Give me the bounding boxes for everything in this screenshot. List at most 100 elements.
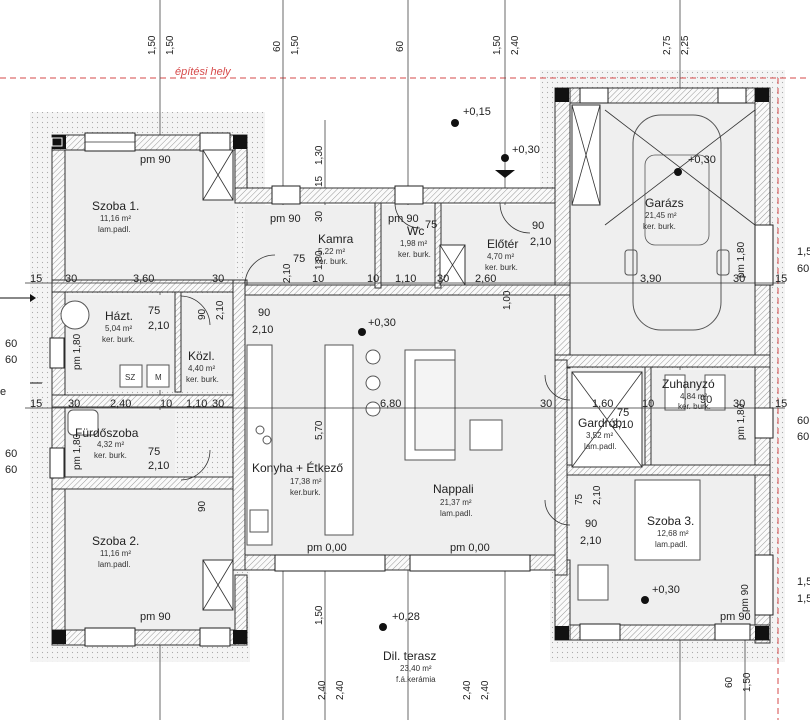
dim-d90e: 90 (197, 500, 208, 512)
dim-d90b: 90 (532, 220, 544, 232)
room-kozl-name: Közl. (188, 349, 215, 363)
dim-d75e: 75 (574, 493, 585, 505)
dim-d210c: 2,10 (530, 236, 551, 248)
dim-b150: 1,50 (742, 672, 753, 692)
room-kamra-area: 5,22 m² (318, 247, 345, 256)
dim-d210h: 2,10 (592, 485, 603, 505)
dim-d90d: 90 (197, 308, 208, 320)
level-pm180a: pm 1,80 (72, 333, 83, 370)
left-edge-dimensions: 60 60 60 60 e (0, 294, 42, 476)
level-pm90e: pm 90 (720, 611, 751, 623)
level-p030a: +0,30 (512, 144, 540, 156)
room-wc-name: Wc (407, 224, 424, 238)
dim-d30b: 30 (212, 273, 224, 285)
dim-r150b: 1,5 (797, 576, 810, 588)
dim-d210g: 2,10 (612, 419, 633, 431)
level-p028: +0,28 (392, 611, 420, 623)
dim-dot: e (0, 386, 6, 398)
level-pm180b: pm 1,80 (72, 433, 83, 470)
washer-label: SZ (125, 373, 135, 382)
room-zuhany-finish: ker. burk. (678, 402, 711, 411)
dim-v130: 1,30 (314, 145, 325, 165)
dim-d90f: 90 (700, 394, 712, 406)
dim-d390: 3,90 (640, 273, 661, 285)
dim-b240d: 2,40 (480, 680, 491, 700)
room-labels: Szoba 1. 11,16 m² lam.padl. Kamra 5,22 m… (75, 196, 715, 684)
dim-d210f: 2,10 (215, 300, 226, 320)
room-szoba3-finish: lam.padl. (655, 540, 687, 549)
dim-d15b: 15 (775, 273, 787, 285)
room-zuhany-area: 4,84 m² (680, 392, 707, 401)
dim-d110a: 1,10 (395, 273, 416, 285)
level-pm90a: pm 90 (140, 154, 171, 166)
room-nappali-name: Nappali (433, 482, 474, 496)
level-pm90c: pm 90 (388, 213, 419, 225)
dim-d210b: 2,10 (252, 324, 273, 336)
building-site-line: építési hely (0, 66, 810, 720)
dimension-row-2: 15 30 2,40 10 1,10 30 6,80 30 1,60 10 30… (25, 398, 787, 410)
building-site-label: építési hely (175, 66, 232, 78)
dim-t150c: 1,50 (290, 35, 301, 55)
dim-t240: 2,40 (510, 35, 521, 55)
dim-d15c: 15 (30, 398, 42, 410)
room-terasz-name: Dil. terasz (383, 649, 436, 663)
room-nappali-finish: lam.padl. (440, 509, 472, 518)
dim-d680: 6,80 (380, 398, 401, 410)
dim-v30: 30 (314, 210, 325, 222)
level-pm0b: pm 0,00 (450, 542, 490, 554)
level-markers: +0,15 +0,30 +0,30 +0,30 +0,30 +0,28 pm 0… (72, 106, 751, 631)
dim-v180: 1,80 (314, 250, 325, 270)
level-pm90d: pm 90 (140, 611, 171, 623)
dim-d210d: 2,10 (148, 460, 169, 472)
room-eloter-name: Előtér (487, 237, 518, 251)
dim-d110b: 1,10 (186, 398, 207, 410)
level-p030b: +0,30 (688, 154, 716, 166)
room-konyha-area: 17,38 m² (290, 477, 322, 486)
room-szoba2-area: 11,16 m² (100, 549, 131, 558)
vertical-dimensions: 1,30 15 30 1,80 5,70 1,50 2,10 1,00 (282, 145, 513, 625)
level-pm90b: pm 90 (270, 213, 301, 225)
dim-t150b: 1,50 (165, 35, 176, 55)
dim-d15d: 15 (775, 398, 787, 410)
dim-v210: 2,10 (282, 263, 293, 283)
dim-r60c: 60 (797, 431, 809, 443)
room-szoba2-name: Szoba 2. (92, 534, 139, 548)
dim-d75c: 75 (617, 407, 629, 419)
room-konyha-finish: ker.burk. (290, 488, 321, 497)
dim-d10d: 10 (642, 398, 654, 410)
dim-t275: 2,75 (662, 35, 673, 55)
dim-d30c: 30 (437, 273, 449, 285)
room-garazs-area: 21,45 m² (645, 211, 677, 220)
room-szoba1-area: 11,16 m² (100, 214, 131, 223)
room-wc-area: 1,98 m² (400, 239, 427, 248)
dim-l60a: 60 (5, 338, 17, 350)
floor-fills (65, 100, 755, 630)
room-gardrob-area: 3,52 m² (586, 431, 613, 440)
dim-d75d: 75 (425, 219, 437, 231)
room-kozl-area: 4,40 m² (188, 364, 215, 373)
dim-d160: 1,60 (592, 398, 613, 410)
room-kamra-finish: ker. burk. (315, 257, 348, 266)
dim-d30a: 30 (65, 273, 77, 285)
car-outline (604, 109, 756, 331)
dim-d75a: 75 (148, 305, 160, 317)
dim-d30d: 30 (733, 273, 745, 285)
door-dimensions: 75 2,10 90 2,10 90 2,10 75 2,10 90 2,10 … (148, 219, 712, 547)
dim-t225: 2,25 (680, 35, 691, 55)
room-terasz-finish: f.á.kerámia (396, 675, 436, 684)
dim-d75f: 75 (293, 253, 305, 265)
dim-r150c: 1,5 (797, 593, 810, 605)
room-eloter-area: 4,70 m² (487, 252, 514, 261)
room-nappali-area: 21,37 m² (440, 498, 472, 507)
dim-l60b: 60 (5, 354, 17, 366)
level-p030d: +0,30 (652, 584, 680, 596)
room-furdo-area: 4,32 m² (97, 440, 124, 449)
dim-d90a: 90 (258, 307, 270, 319)
right-edge-dimensions: 1,5 60 60 60 1,5 1,5 (797, 246, 810, 605)
door-swings (180, 202, 571, 526)
dim-d10c: 10 (160, 398, 172, 410)
dim-v150: 1,50 (314, 605, 325, 625)
level-p015: +0,15 (463, 106, 491, 118)
room-terasz-area: 23,40 m² (400, 664, 432, 673)
